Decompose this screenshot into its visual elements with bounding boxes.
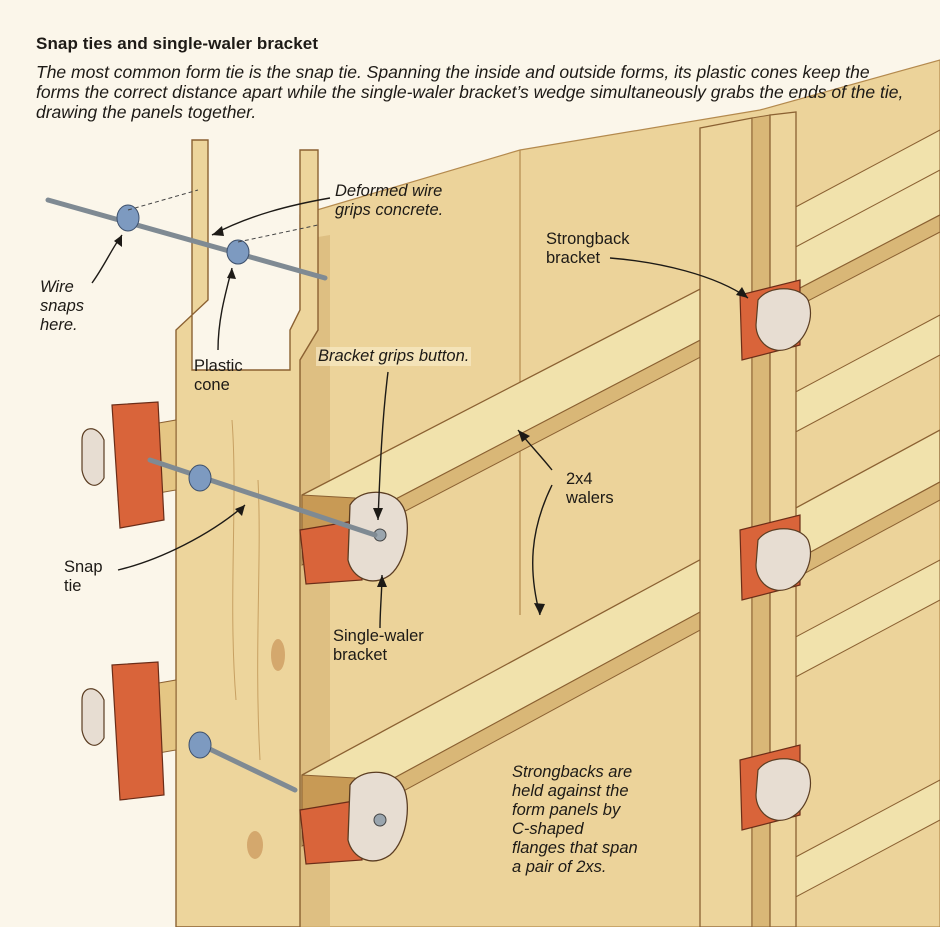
- page-title: Snap ties and single-waler bracket: [36, 34, 318, 54]
- label-strongback-bracket: Strongback bracket: [546, 230, 629, 268]
- label-bracket-grips: Bracket grips button.: [316, 347, 471, 366]
- snap-tie-top: [48, 200, 325, 278]
- label-plastic-cone: Plastic cone: [194, 357, 243, 395]
- left-bracket-upper: [82, 402, 164, 528]
- label-single-waler-bracket: Single-waler bracket: [333, 627, 424, 665]
- leader-plastic-cone: [218, 268, 232, 350]
- board-knot: [247, 831, 263, 859]
- label-snap-tie: Snap tie: [64, 558, 103, 596]
- label-strongbacks-note: Strongbacks are held against the form pa…: [512, 763, 638, 877]
- label-walers: 2x4 walers: [566, 470, 614, 508]
- board-knot: [271, 639, 285, 671]
- label-wire-snaps: Wire snaps here.: [40, 278, 84, 335]
- label-deformed-wire: Deformed wire grips concrete.: [335, 182, 443, 220]
- page-caption: The most common form tie is the snap tie…: [36, 62, 916, 122]
- left-bracket-lower: [82, 662, 164, 800]
